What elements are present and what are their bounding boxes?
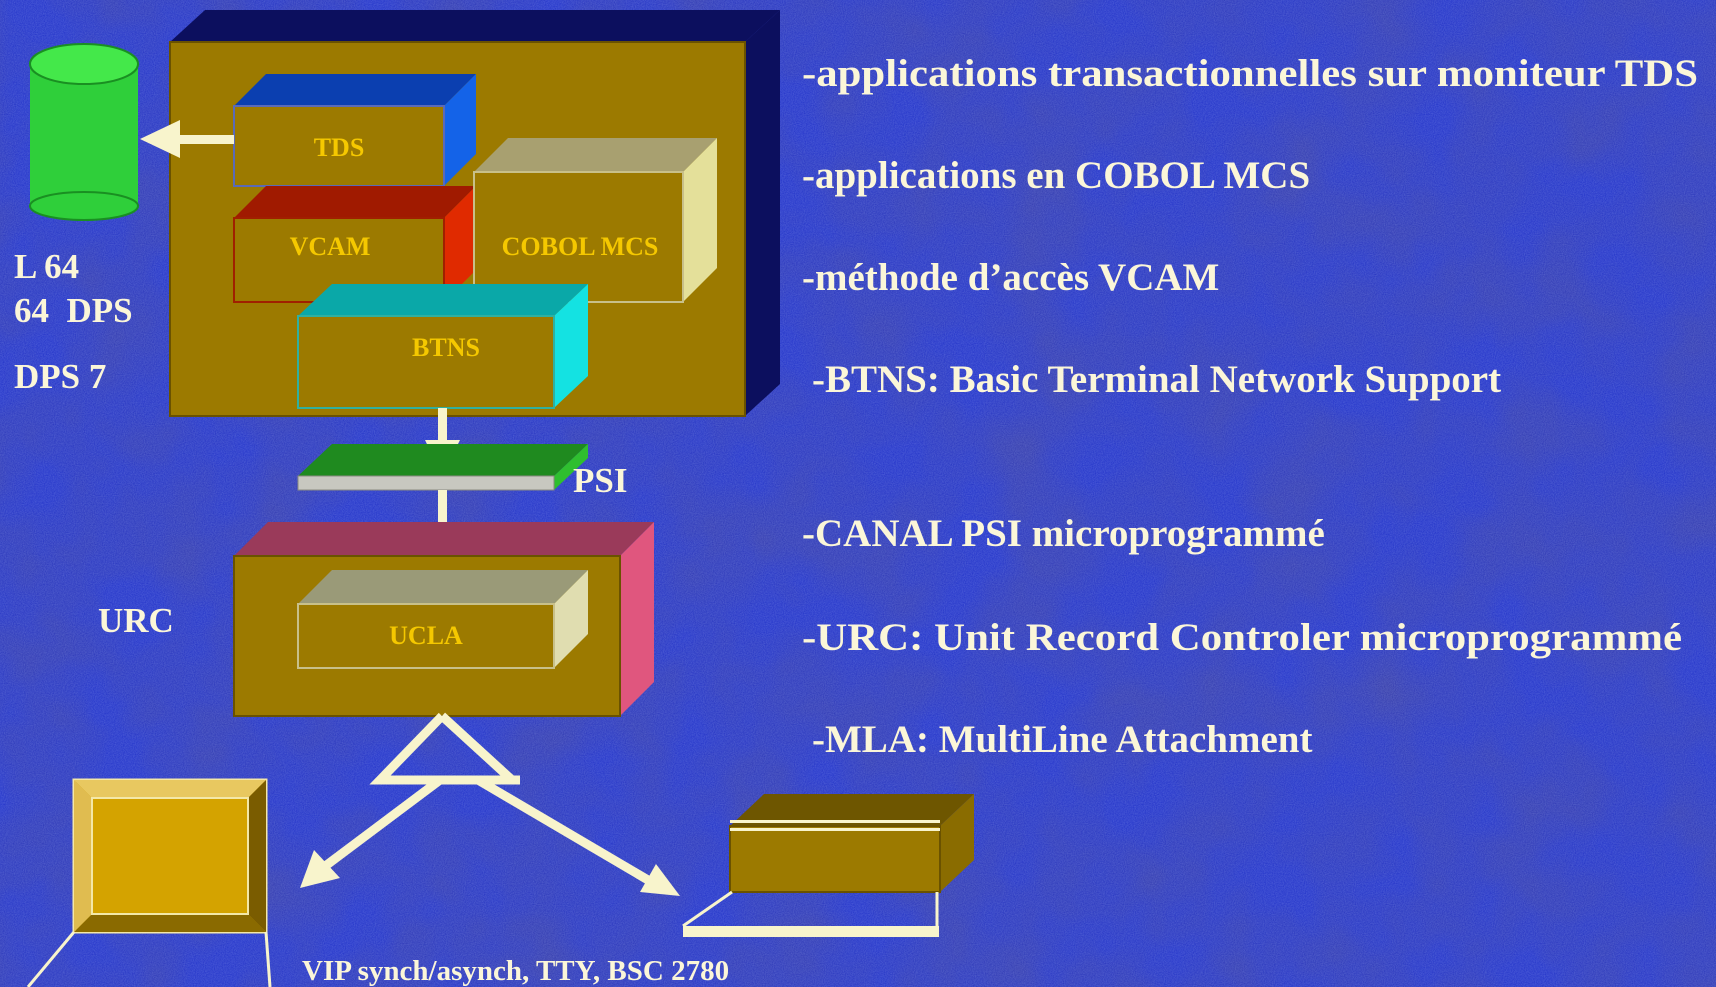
- psi-label: PSI: [573, 461, 627, 500]
- bullet-psi: -CANAL PSI microprogrammé: [802, 512, 1325, 555]
- disk-icon: [29, 43, 139, 221]
- psi-board: [297, 444, 588, 491]
- tds-label: TDS: [314, 133, 365, 162]
- tds-to-disk-arrow: [140, 120, 234, 158]
- terminals-note: VIP synch/asynch, TTY, BSC 2780: [302, 955, 729, 987]
- ucla-module: UCLA: [297, 570, 588, 669]
- bullet-mla: -MLA: MultiLine Attachment: [812, 718, 1312, 761]
- vcam-label: VCAM: [290, 232, 371, 261]
- bullet-tds: -applications transactionnelles sur moni…: [802, 52, 1698, 95]
- mla-link-arrows: [300, 712, 680, 896]
- bullet-btns: -BTNS: Basic Terminal Network Support: [812, 358, 1501, 401]
- urc-label: URC: [98, 601, 174, 640]
- bullet-urc: -URC: Unit Record Controler microprogram…: [802, 616, 1682, 659]
- host-label-64dps: 64 DPS: [14, 291, 133, 330]
- tds-module: TDS: [233, 74, 476, 187]
- host-label-l64: L 64: [14, 247, 79, 286]
- btns-module: BTNS: [297, 284, 588, 409]
- cobol-mcs-module: COBOL MCS: [473, 138, 717, 303]
- bullet-cobol-mcs: -applications en COBOL MCS: [802, 154, 1310, 197]
- bullet-vcam: -méthode d’accès VCAM: [802, 256, 1219, 299]
- terminal-icon: [26, 778, 272, 987]
- printer-icon: [682, 794, 974, 937]
- ucla-label: UCLA: [389, 621, 463, 650]
- btns-label: BTNS: [412, 333, 480, 362]
- cobol-mcs-label: COBOL MCS: [502, 232, 659, 261]
- host-label-dps7: DPS 7: [14, 357, 106, 396]
- bullet-list: -applications transactionnelles sur moni…: [802, 52, 1698, 761]
